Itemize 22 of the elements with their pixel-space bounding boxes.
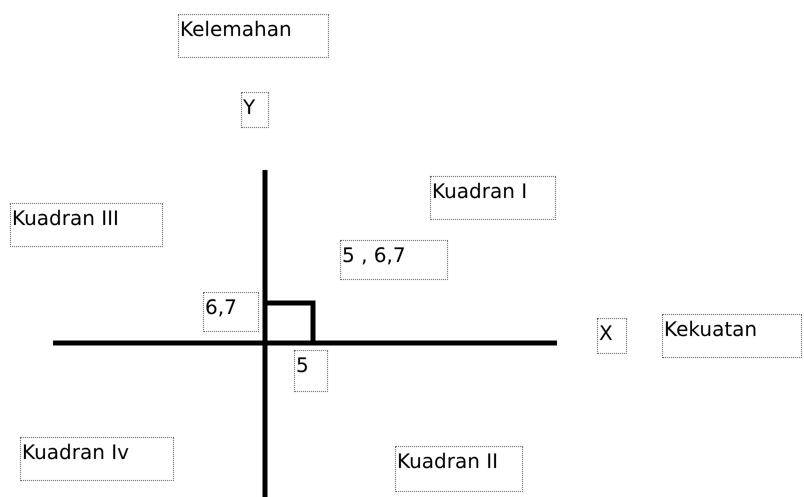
box-label: Y (243, 95, 256, 119)
box-label: 5 , 6,7 (342, 243, 406, 267)
text-box (10, 203, 163, 247)
text-box (241, 92, 269, 128)
text-box (662, 314, 802, 358)
box-label: X (599, 321, 613, 345)
text-box (597, 318, 627, 354)
text-box (340, 240, 448, 280)
text-box (294, 350, 328, 392)
box-label: Kuadran II (397, 449, 498, 473)
text-box (178, 14, 329, 58)
box-label: Kekuatan (664, 317, 758, 341)
text-box (395, 446, 523, 492)
box-label: Kelemahan (180, 17, 292, 41)
text-box (203, 292, 259, 332)
text-box (430, 176, 556, 220)
box-label: 6,7 (205, 295, 237, 319)
text-box (20, 437, 174, 481)
box-label: Kuadran Iv (22, 440, 129, 464)
box-label: Kuadran I (432, 179, 528, 203)
box-label: Kuadran III (12, 206, 119, 230)
box-label: 5 (296, 353, 309, 377)
